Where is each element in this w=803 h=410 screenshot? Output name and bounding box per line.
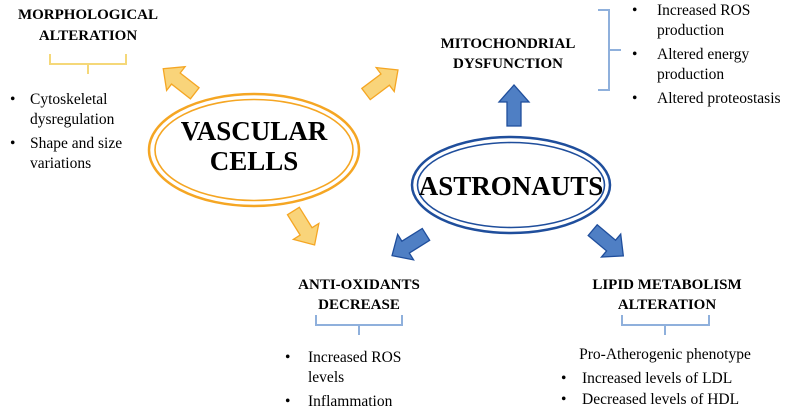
astronauts-label: ASTRONAUTS: [419, 171, 604, 201]
arrow-astronauts-to-antioxidants: [391, 227, 431, 261]
vascular-label-line1: VASCULAR: [181, 116, 328, 146]
vascular-cells-node: VASCULAR CELLS: [147, 92, 361, 208]
antioxidants-bullet-2: •: [285, 393, 290, 410]
mitochondrial-item-2-cont: production: [657, 66, 724, 83]
lipid-section: LIPID METABOLISM ALTERATION Pro-Atheroge…: [561, 277, 751, 408]
lipid-title-line2: ALTERATION: [618, 297, 717, 313]
morphological-bullet-1: •: [10, 91, 15, 108]
astronauts-oval-outer: [410, 135, 612, 235]
morphological-bullet-2: •: [10, 135, 15, 152]
lipid-subtitle: Pro-Atherogenic phenotype: [579, 346, 751, 363]
arrow-astronauts-to-mitochondrial: [497, 84, 531, 127]
vascular-oval-outer: [147, 92, 361, 208]
morphological-title-line1: MORPHOLOGICAL: [18, 7, 158, 23]
arrow-to-morphological: [162, 65, 200, 100]
mitochondrial-title-line1: MITOCHONDRIAL: [441, 36, 576, 52]
morphological-item-1: Cytoskeletal: [30, 91, 108, 108]
antioxidants-title-line2: DECREASE: [318, 297, 400, 313]
arrow-astronauts-to-lipid: [587, 223, 625, 258]
mitochondrial-bullet-1: •: [632, 2, 637, 19]
antioxidants-item-2: Inflammation: [308, 393, 393, 410]
lipid-title-line1: LIPID METABOLISM: [592, 277, 741, 293]
morphological-bracket: [49, 54, 127, 74]
lipid-bullet-1: •: [561, 370, 566, 387]
antioxidants-bracket: [315, 315, 403, 335]
mitochondrial-item-2: Altered energy: [657, 46, 749, 63]
antioxidants-item-1: Increased ROS: [308, 349, 401, 366]
mitochondrial-item-3: Altered proteostasis: [657, 90, 781, 107]
vascular-label-line2: CELLS: [210, 146, 299, 176]
morphological-item-2-cont: variations: [30, 155, 91, 172]
morphological-item-1-cont: dysregulation: [30, 111, 115, 128]
arrow-to-mitochondrial: [360, 66, 399, 101]
mitochondrial-bullet-3: •: [632, 90, 637, 107]
morphological-item-2: Shape and size: [30, 135, 122, 152]
mitochondrial-item-1: Increased ROS: [657, 2, 750, 19]
mitochondrial-section: MITOCHONDRIAL DYSFUNCTION • Increased RO…: [441, 2, 781, 107]
antioxidants-section: ANTI-OXIDANTS DECREASE • Increased ROS l…: [285, 277, 420, 410]
lipid-item-1: Increased levels of LDL: [582, 370, 732, 387]
morphological-title-line2: ALTERATION: [39, 28, 138, 44]
arrow-to-antioxidants-orange: [286, 206, 320, 246]
mitochondrial-title-line2: DYSFUNCTION: [453, 56, 563, 72]
antioxidants-item-1-cont: levels: [308, 369, 344, 386]
lipid-item-2: Decreased levels of HDL: [582, 391, 739, 408]
astronauts-node: ASTRONAUTS: [410, 135, 612, 235]
mitochondrial-bullet-2: •: [632, 46, 637, 63]
mitochondrial-bracket: [598, 9, 621, 91]
morphological-section: MORPHOLOGICAL ALTERATION • Cytoskeletal …: [10, 7, 158, 172]
lipid-bracket: [621, 315, 710, 335]
antioxidants-title-line1: ANTI-OXIDANTS: [298, 277, 420, 293]
lipid-bullet-2: •: [561, 391, 566, 408]
vascular-oval-inner: [154, 98, 354, 202]
astronauts-oval-inner: [416, 141, 606, 229]
antioxidants-bullet-1: •: [285, 349, 290, 366]
mitochondrial-item-1-cont: production: [657, 22, 724, 39]
